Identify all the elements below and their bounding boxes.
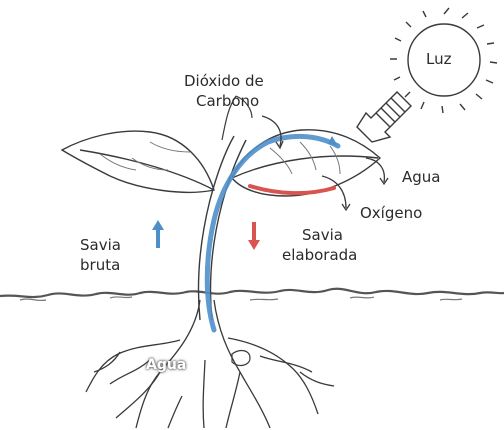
savia-elaborada-arrow — [248, 222, 260, 250]
savia-bruta-line2: bruta — [80, 256, 120, 275]
savia-bruta-arrow — [152, 220, 164, 248]
oxigeno-label: Oxígeno — [360, 204, 422, 223]
agua-pointer — [366, 158, 384, 182]
savia-bruta-line1: Savia — [80, 236, 121, 255]
light-arrow-icon — [357, 92, 411, 142]
agua-root-label: Agua — [146, 356, 186, 375]
soil-line — [0, 289, 504, 297]
savia-elaborada-line1: Savia — [302, 226, 343, 245]
dioxido-label-line2: Carbono — [196, 92, 259, 111]
luz-label: Luz — [426, 50, 451, 69]
savia-elaborada-line2: elaborada — [282, 246, 357, 265]
phloem-arc — [250, 186, 334, 193]
agua-leaf-label: Agua — [402, 168, 440, 187]
dioxido-label-line1: Dióxido de — [184, 72, 264, 91]
